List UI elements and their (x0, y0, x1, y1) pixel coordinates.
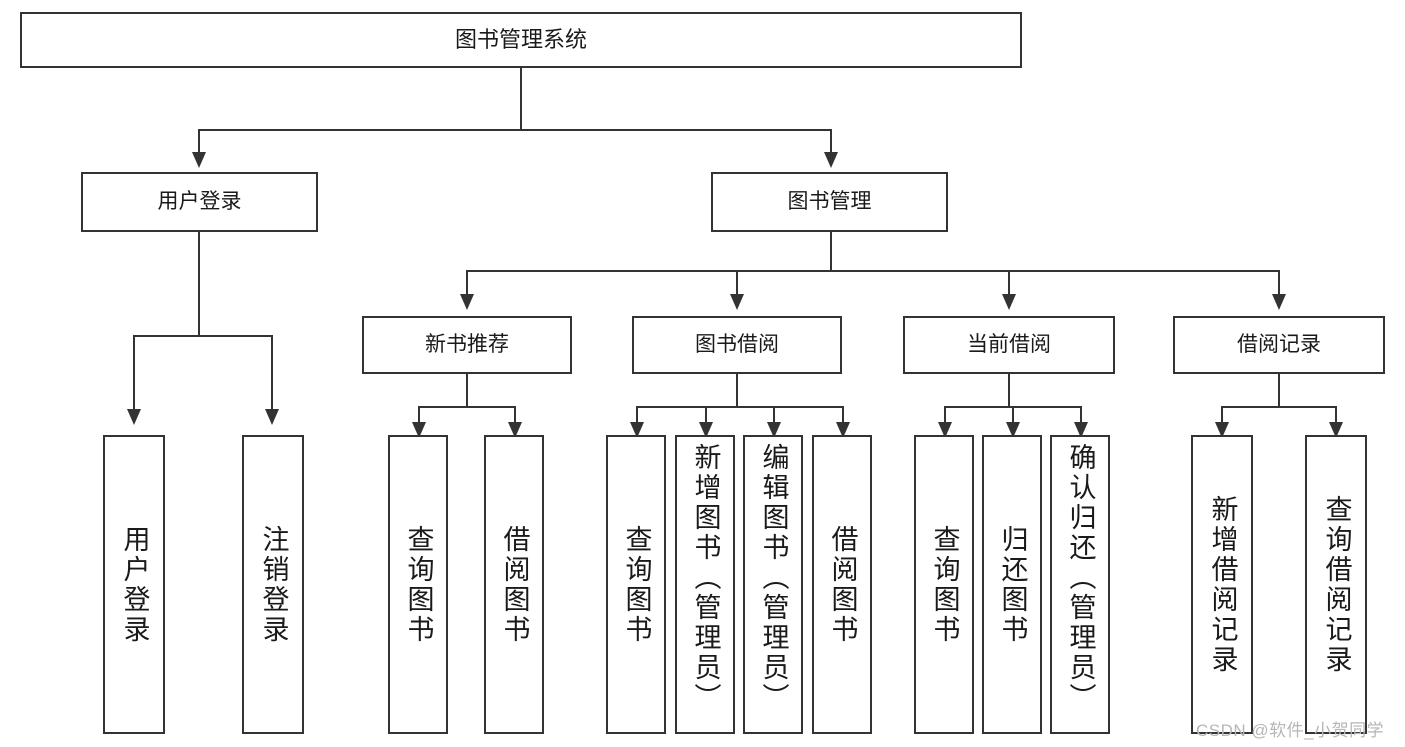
connector-borrow-drop-3 (773, 406, 775, 424)
leaf-borrow-book[interactable]: 借阅图书 (812, 435, 872, 734)
connector-record-bar (1221, 406, 1337, 408)
node-label: 归还图书 (997, 524, 1028, 645)
leaf-query-borrow-record[interactable]: 查询借阅记录 (1305, 435, 1367, 734)
node-book-management[interactable]: 图书管理 (711, 172, 948, 232)
node-label: 当前借阅 (967, 332, 1051, 356)
arrow-head (1272, 294, 1286, 310)
connector-level1-bar (198, 129, 832, 131)
leaf-query-book-borrow[interactable]: 查询图书 (606, 435, 666, 734)
arrow-head (836, 422, 850, 438)
arrow-head (630, 422, 644, 438)
connector-current-drop-1 (944, 406, 946, 424)
arrow-head (824, 152, 838, 168)
node-label: 借阅图书 (827, 524, 858, 645)
leaf-confirm-return-admin[interactable]: 确认归还（管理员） (1050, 435, 1110, 734)
leaf-add-book-admin[interactable]: 新增图书（管理员） (675, 435, 735, 734)
node-label: 查询图书 (929, 524, 960, 645)
watermark-text: CSDN @软件_小贺同学 (1196, 721, 1385, 740)
arrow-head (699, 422, 713, 438)
connector-userlogin-drop-2 (271, 335, 273, 411)
connector-recommend-drop-1 (418, 406, 420, 424)
connector-root-stem (520, 68, 522, 130)
connector-current-stem (1008, 374, 1010, 407)
arrow-head (412, 422, 426, 438)
connector-level2-bar (466, 270, 1280, 272)
node-label: 注销登录 (258, 524, 289, 645)
arrow-head (730, 294, 744, 310)
arrow-head (265, 409, 279, 425)
node-label: 图书管理系统 (454, 27, 587, 53)
leaf-user-login[interactable]: 用户登录 (103, 435, 165, 734)
node-label: 新增借阅记录 (1207, 494, 1238, 675)
connector-borrow-stem (736, 374, 738, 407)
connector-recommend-stem (466, 374, 468, 407)
arrow-head (767, 422, 781, 438)
arrow-head (938, 422, 952, 438)
node-label: 编辑图书（管理员） (758, 443, 789, 713)
arrow-head (127, 409, 141, 425)
arrow-head (1329, 422, 1343, 438)
node-label: 用户登录 (119, 524, 150, 645)
connector-borrow-drop-2 (705, 406, 707, 424)
node-current-borrow[interactable]: 当前借阅 (903, 316, 1115, 374)
connector-userlogin-stem (198, 232, 200, 336)
connector-userlogin-bar (133, 335, 273, 337)
connector-borrow-drop-1 (636, 406, 638, 424)
node-label: 图书借阅 (695, 332, 779, 356)
connector-bookmgmt-stem (830, 232, 832, 271)
node-book-borrow[interactable]: 图书借阅 (632, 316, 842, 374)
node-borrow-record[interactable]: 借阅记录 (1173, 316, 1385, 374)
node-label: 确认归还（管理员） (1065, 443, 1096, 713)
connector-level2-drop-2 (736, 270, 738, 296)
arrow-head (192, 152, 206, 168)
leaf-add-borrow-record[interactable]: 新增借阅记录 (1191, 435, 1253, 734)
node-label: 图书管理 (787, 189, 872, 213)
leaf-query-book-current[interactable]: 查询图书 (914, 435, 974, 734)
node-label: 借阅图书 (499, 524, 530, 645)
connector-recommend-bar (418, 406, 516, 408)
connector-recommend-drop-2 (514, 406, 516, 424)
connector-level2-drop-3 (1008, 270, 1010, 296)
node-label: 查询图书 (621, 524, 652, 645)
arrow-head (460, 294, 474, 310)
connector-borrow-bar (636, 406, 844, 408)
connector-record-stem (1278, 374, 1280, 407)
node-label: 新增图书（管理员） (690, 443, 721, 713)
arrow-head (1074, 422, 1088, 438)
arrow-head (1215, 422, 1229, 438)
arrow-head (1006, 422, 1020, 438)
connector-level1-drop-1 (198, 129, 200, 154)
leaf-query-book-recommend[interactable]: 查询图书 (388, 435, 448, 734)
node-root-system[interactable]: 图书管理系统 (20, 12, 1022, 68)
node-new-book-recommend[interactable]: 新书推荐 (362, 316, 572, 374)
leaf-borrow-book-recommend[interactable]: 借阅图书 (484, 435, 544, 734)
node-label: 查询图书 (403, 524, 434, 645)
leaf-return-book[interactable]: 归还图书 (982, 435, 1042, 734)
connector-record-drop-1 (1221, 406, 1223, 424)
node-label: 借阅记录 (1237, 332, 1321, 356)
connector-userlogin-drop-1 (133, 335, 135, 411)
node-user-login[interactable]: 用户登录 (81, 172, 318, 232)
connector-level1-drop-2 (830, 129, 832, 154)
connector-level2-drop-1 (466, 270, 468, 296)
connector-borrow-drop-4 (842, 406, 844, 424)
arrow-head (1002, 294, 1016, 310)
connector-level2-drop-4 (1278, 270, 1280, 296)
leaf-logout[interactable]: 注销登录 (242, 435, 304, 734)
node-label: 新书推荐 (425, 332, 509, 356)
connector-record-drop-2 (1335, 406, 1337, 424)
leaf-edit-book-admin[interactable]: 编辑图书（管理员） (743, 435, 803, 734)
node-label: 用户登录 (157, 189, 242, 213)
arrow-head (508, 422, 522, 438)
connector-current-drop-2 (1012, 406, 1014, 424)
node-label: 查询借阅记录 (1321, 494, 1352, 675)
connector-current-drop-3 (1080, 406, 1082, 424)
